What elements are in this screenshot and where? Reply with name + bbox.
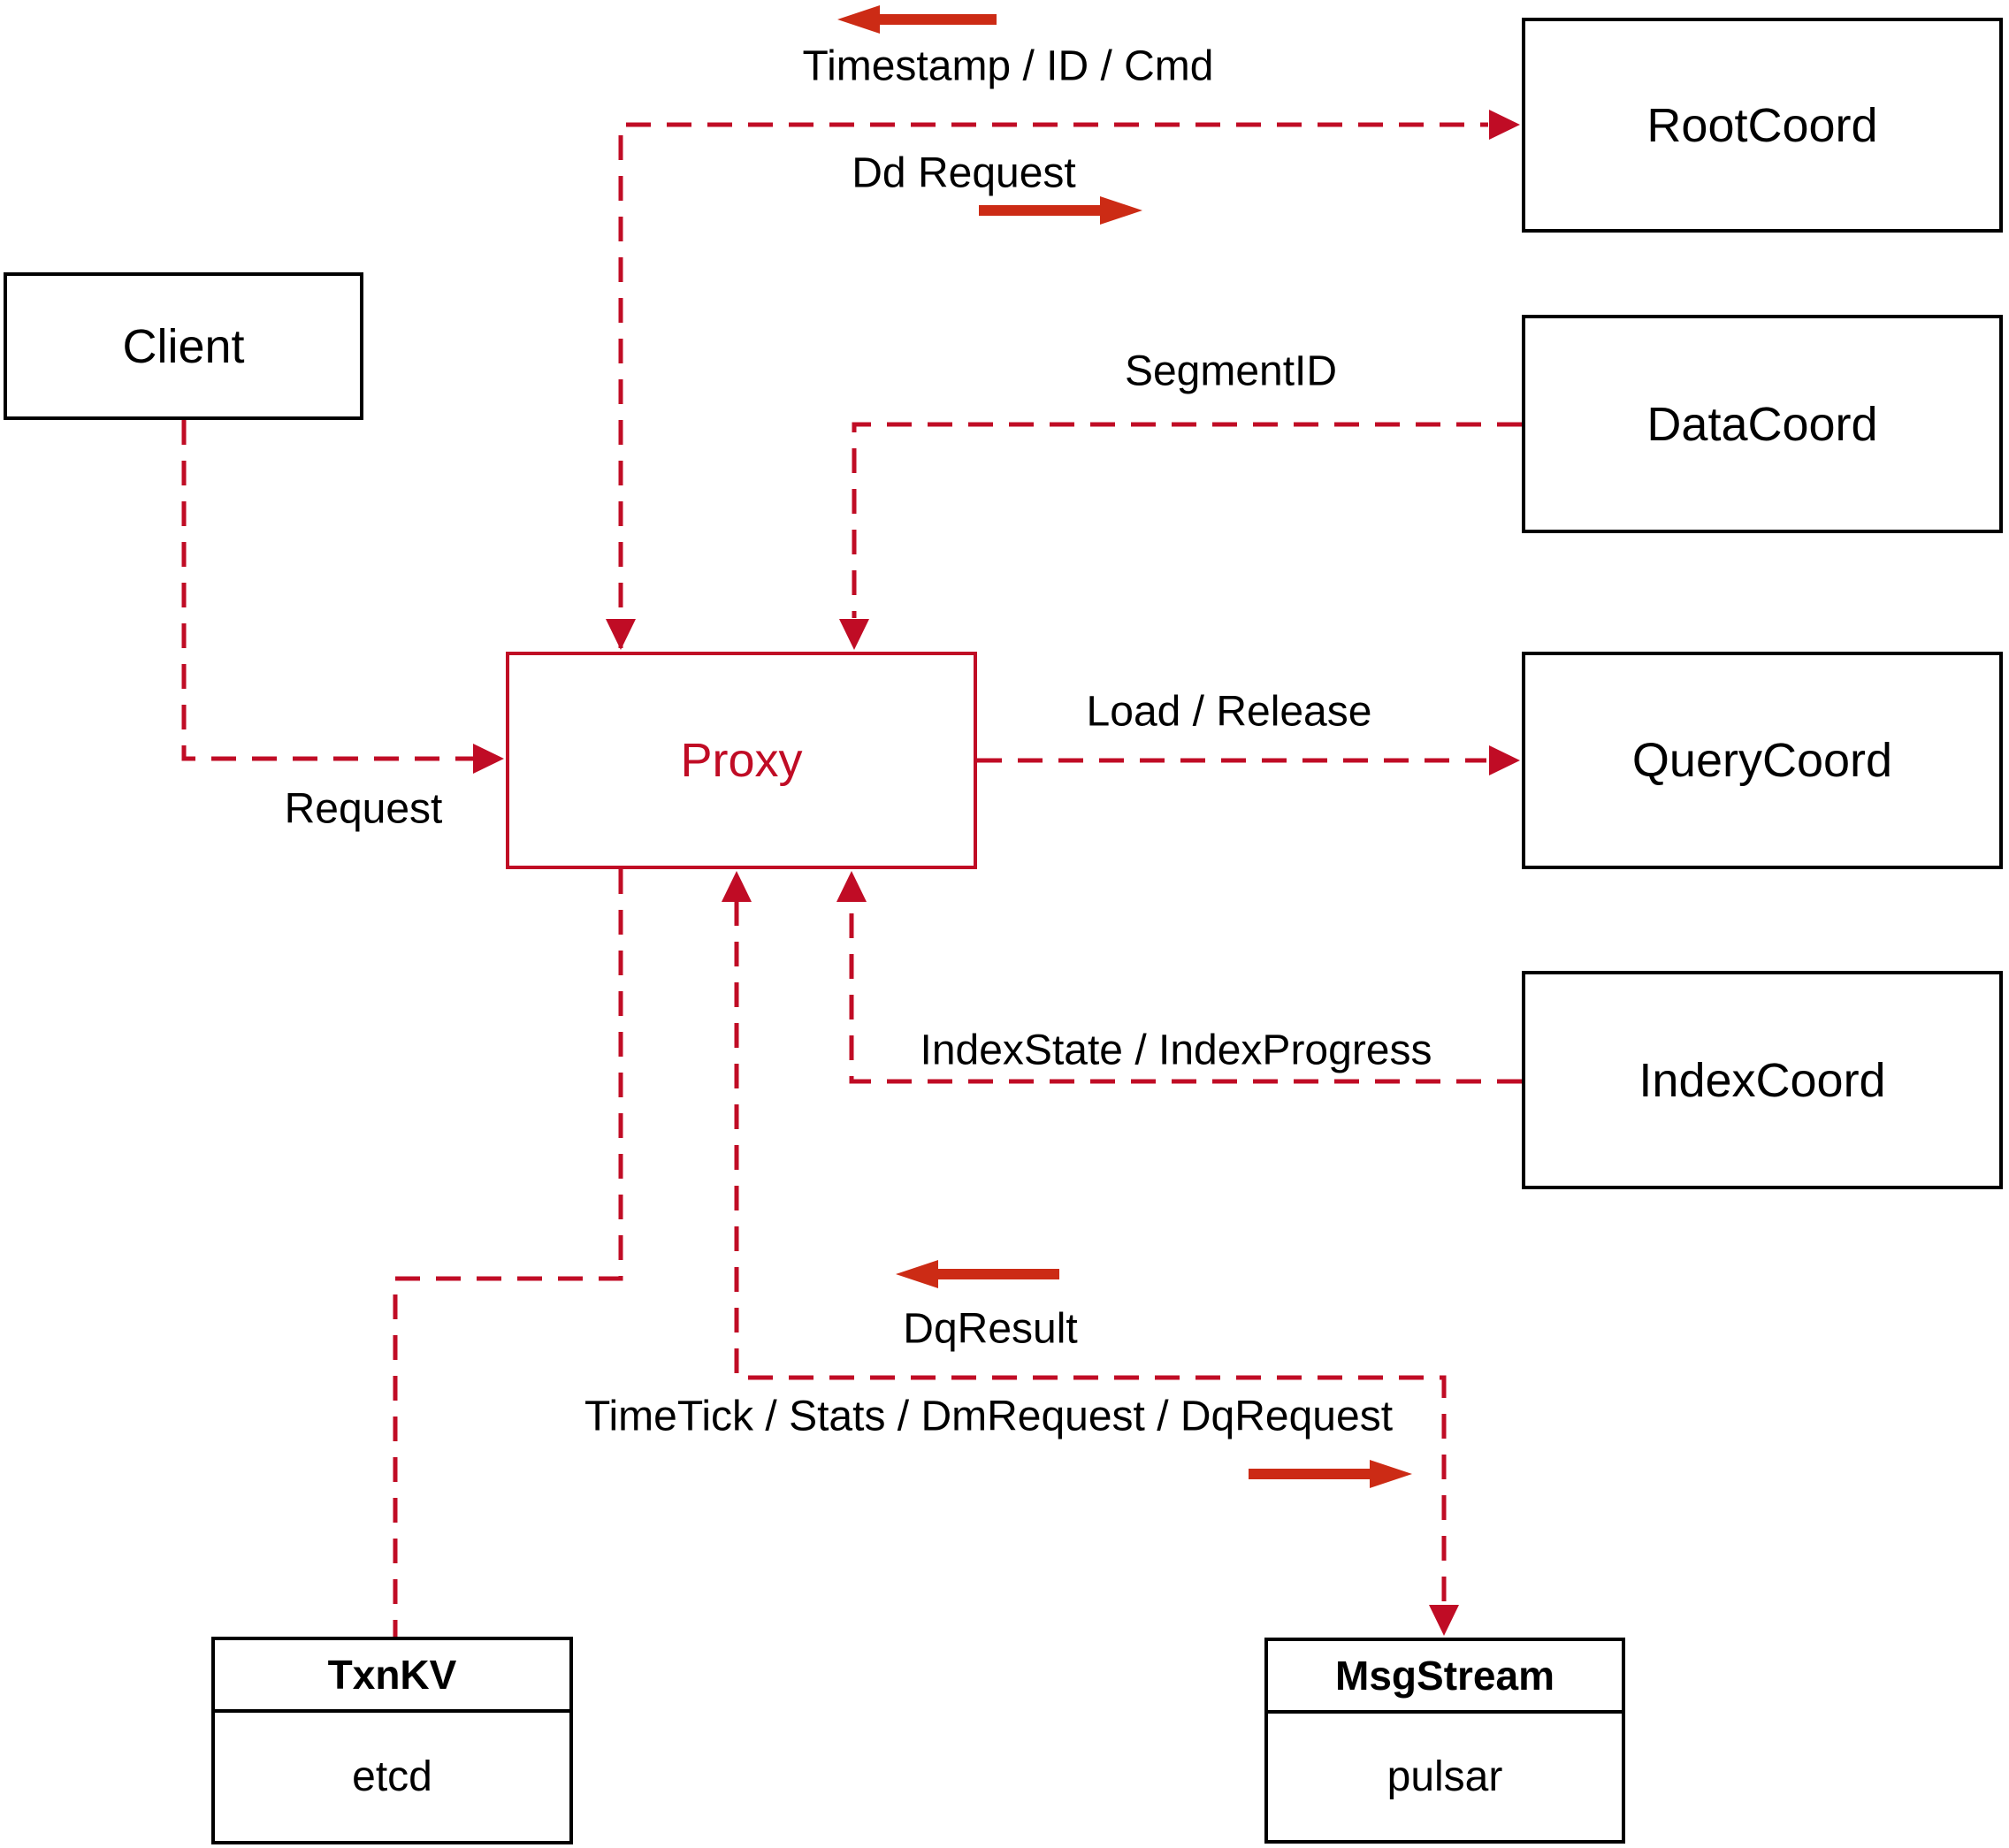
datacoord-node-label: DataCoord — [1646, 397, 1878, 451]
rootcoord-node: RootCoord — [1522, 18, 2003, 233]
txnkv-node: TxnKV etcd — [211, 1637, 573, 1844]
edge-client-proxy — [181, 420, 488, 761]
querycoord-node-label: QueryCoord — [1631, 734, 1893, 787]
timestamp-id-cmd-label: Timestamp / ID / Cmd — [802, 42, 1214, 90]
timetick-stats-label: TimeTick / Stats / DmRequest / DqRequest — [584, 1393, 1394, 1440]
arrowhead-into-proxy-bottom-right-icon — [836, 871, 867, 902]
arrowhead-into-proxy-left-icon — [473, 744, 504, 774]
left-direction-arrow-timestamp-icon — [837, 5, 997, 34]
request-label: Request — [284, 785, 443, 833]
arrowhead-into-proxy-top-left-icon — [606, 619, 636, 650]
right-direction-arrow-dd-request-icon — [979, 196, 1142, 225]
arrowhead-into-proxy-bottom-left-icon — [722, 871, 752, 902]
index-state-progress-label: IndexState / IndexProgress — [920, 1027, 1432, 1074]
left-direction-arrow-dqresult-icon — [896, 1260, 1059, 1288]
dd-request-label: Dd Request — [852, 149, 1076, 197]
indexcoord-node: IndexCoord — [1522, 971, 2003, 1189]
right-direction-arrow-timetick-icon — [1249, 1460, 1412, 1488]
txnkv-node-subtitle: etcd — [352, 1753, 432, 1800]
edge-indexcoord-proxy — [849, 903, 1522, 1084]
load-release-label: Load / Release — [1086, 688, 1372, 736]
msgstream-node: MsgStream pulsar — [1264, 1638, 1625, 1844]
edge-proxy-rootcoord — [618, 122, 1488, 648]
proxy-node-label: Proxy — [680, 734, 803, 787]
arrowhead-into-msgstream-icon — [1429, 1605, 1459, 1636]
arrowhead-into-querycoord-icon — [1489, 745, 1520, 775]
edge-datacoord-proxy — [852, 422, 1522, 618]
msgstream-node-subtitle: pulsar — [1386, 1753, 1503, 1800]
arrowhead-into-proxy-top-right-icon — [839, 619, 869, 650]
msgstream-node-title: MsgStream — [1268, 1641, 1622, 1714]
proxy-node: Proxy — [506, 652, 977, 869]
client-node: Client — [4, 272, 363, 420]
client-node-label: Client — [122, 319, 245, 373]
querycoord-node: QueryCoord — [1522, 652, 2003, 869]
arrowhead-into-rootcoord-icon — [1489, 110, 1520, 140]
datacoord-node: DataCoord — [1522, 315, 2003, 533]
txnkv-node-title: TxnKV — [215, 1640, 569, 1713]
rootcoord-node-label: RootCoord — [1646, 98, 1878, 152]
edge-proxy-msgstream — [734, 901, 1447, 1604]
segment-id-label: SegmentID — [1124, 347, 1338, 395]
dq-result-label: DqResult — [903, 1305, 1078, 1353]
indexcoord-node-label: IndexCoord — [1639, 1053, 1886, 1107]
edge-proxy-txnkv — [393, 869, 623, 1637]
